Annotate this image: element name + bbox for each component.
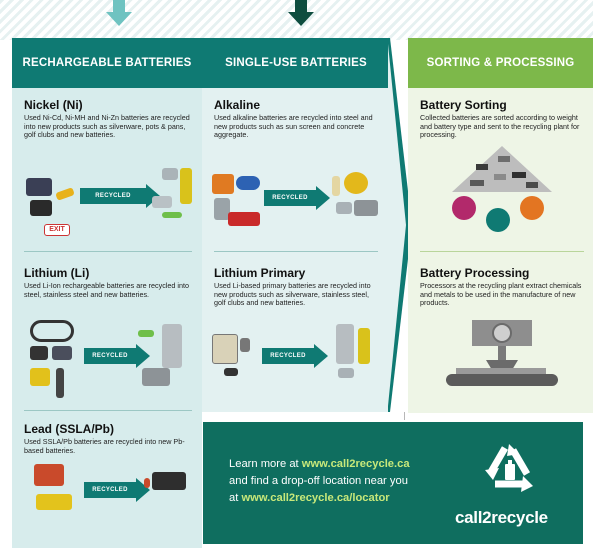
section-divider bbox=[420, 251, 584, 252]
steel-beam-icon bbox=[142, 368, 170, 386]
scooter-icon bbox=[56, 368, 64, 398]
recycled-label: RECYCLED bbox=[84, 482, 136, 498]
down-arrow-light-icon bbox=[106, 12, 132, 26]
lithium-primary-section: Lithium Primary Used Li-based primary ba… bbox=[214, 266, 382, 308]
down-arrow-light-shaft bbox=[113, 0, 125, 14]
lithium-primary-recycled-arrow: RECYCLED bbox=[262, 344, 328, 368]
power-drill-icon bbox=[30, 368, 50, 386]
section-divider bbox=[24, 251, 192, 252]
camcorder-icon bbox=[26, 178, 52, 196]
lead-title: Lead (SSLA/Pb) bbox=[24, 422, 115, 436]
recycle-icon bbox=[485, 444, 533, 492]
lithium-primary-title: Lithium Primary bbox=[214, 266, 306, 280]
side-rule bbox=[404, 412, 405, 420]
section-divider bbox=[24, 410, 192, 411]
sort-category-icon bbox=[520, 196, 544, 220]
exit-sign-icon: EXIT bbox=[44, 224, 70, 236]
robot-toy-icon bbox=[214, 198, 230, 220]
sorting-column: SORTING & PROCESSING Battery Sorting Col… bbox=[408, 38, 593, 413]
lithium-primary-description: Used Li-based primary batteries are recy… bbox=[214, 281, 371, 308]
cta-panel: Learn more at www.call2recycle.ca and fi… bbox=[203, 422, 583, 544]
remote-car-icon bbox=[228, 212, 260, 226]
camera-icon bbox=[30, 346, 48, 360]
battery-processing-description: Processors at the recycling plant extrac… bbox=[420, 281, 582, 308]
sort-category-icon bbox=[452, 196, 476, 220]
rechargeable-column: RECHARGEABLE BATTERIES Nickel (Ni) Used … bbox=[12, 38, 202, 548]
pot-icon bbox=[336, 202, 352, 214]
lead-description: Used SSLA/Pb batteries are recycled into… bbox=[24, 437, 185, 455]
recycled-label: RECYCLED bbox=[80, 188, 146, 204]
camera-icon bbox=[30, 200, 52, 216]
nickel-section: Nickel (Ni) Used Ni-Cd, Ni-MH and Ni-Zn … bbox=[24, 98, 194, 140]
cutlery-icon bbox=[152, 196, 172, 208]
toy-car-icon bbox=[36, 494, 72, 510]
lead-recycled-arrow: RECYCLED bbox=[84, 478, 150, 502]
pot-icon bbox=[162, 168, 178, 180]
battery-icon bbox=[162, 212, 182, 218]
steel-beam-icon bbox=[354, 200, 378, 216]
battery-processing-title: Battery Processing bbox=[420, 266, 530, 280]
down-arrow-dark-shaft bbox=[295, 0, 307, 14]
lithium-section: Lithium (Li) Used Li-Ion rechargeable ba… bbox=[24, 266, 194, 299]
website-link[interactable]: www.call2recycle.ca bbox=[301, 458, 410, 470]
recycled-label: RECYCLED bbox=[264, 190, 316, 206]
nickel-description: Used Ni-Cd, Ni-MH and Ni-Zn batteries ar… bbox=[24, 113, 190, 140]
lead-section: Lead (SSLA/Pb) Used SSLA/Pb batteries ar… bbox=[24, 422, 194, 455]
battery-processing-section: Battery Processing Processors at the rec… bbox=[420, 266, 588, 308]
game-controller-icon bbox=[236, 176, 260, 190]
alkaline-title: Alkaline bbox=[214, 98, 261, 112]
cta-line2: and find a drop-off location near you bbox=[229, 475, 408, 487]
lithium-recycled-arrow: RECYCLED bbox=[84, 344, 150, 368]
nickel-title: Nickel (Ni) bbox=[24, 98, 83, 112]
down-arrow-dark-icon bbox=[288, 12, 314, 26]
rechargeable-header: RECHARGEABLE BATTERIES bbox=[12, 38, 202, 88]
alkaline-description: Used alkaline batteries are recycled int… bbox=[214, 113, 373, 140]
battery-icon bbox=[138, 330, 154, 337]
cement-mixer-icon bbox=[344, 172, 368, 194]
ebike-icon bbox=[30, 320, 74, 342]
lead-battery-icon bbox=[152, 472, 186, 490]
alkaline-recycled-arrow: RECYCLED bbox=[264, 186, 330, 210]
toy-icon bbox=[212, 174, 234, 194]
watch-icon bbox=[240, 338, 250, 352]
brand-logo: call2recycle bbox=[455, 508, 548, 527]
recycled-label: RECYCLED bbox=[84, 348, 136, 364]
single-use-header: SINGLE-USE BATTERIES bbox=[202, 38, 390, 88]
battery-sorting-description: Collected batteries are sorted according… bbox=[420, 113, 580, 140]
sort-category-icon bbox=[486, 208, 510, 232]
lithium-description: Used Li-Ion rechargeable batteries are r… bbox=[24, 281, 190, 299]
calculator-icon bbox=[212, 334, 238, 364]
locator-link[interactable]: www.call2recycle.ca/locator bbox=[241, 492, 390, 504]
flashlight-icon bbox=[55, 187, 75, 201]
section-divider bbox=[214, 251, 378, 252]
sorting-header: SORTING & PROCESSING bbox=[408, 38, 593, 88]
nickel-recycled-arrow: RECYCLED bbox=[80, 184, 160, 208]
cta-line3-prefix: at bbox=[229, 492, 242, 504]
refrigerator-icon bbox=[336, 324, 354, 364]
recycled-label: RECYCLED bbox=[262, 348, 314, 364]
battery-sorting-section: Battery Sorting Collected batteries are … bbox=[420, 98, 588, 140]
lithium-title: Lithium (Li) bbox=[24, 266, 90, 280]
pot-icon bbox=[338, 368, 354, 378]
cta-line1-prefix: Learn more at bbox=[229, 458, 302, 470]
golf-bag-icon bbox=[180, 168, 192, 204]
processing-machine-icon bbox=[446, 320, 558, 386]
battery-pile-icon bbox=[452, 146, 552, 192]
golf-bag-icon bbox=[358, 328, 370, 364]
flow-chevron bbox=[388, 38, 412, 412]
refrigerator-icon bbox=[162, 324, 182, 368]
car-key-icon bbox=[224, 368, 238, 376]
mobility-scooter-icon bbox=[34, 464, 64, 486]
battery-sorting-title: Battery Sorting bbox=[420, 98, 507, 112]
laptop-icon bbox=[52, 346, 72, 360]
single-use-column: SINGLE-USE BATTERIES Alkaline Used alkal… bbox=[202, 38, 390, 412]
alkaline-section: Alkaline Used alkaline batteries are rec… bbox=[214, 98, 382, 140]
cta-text: Learn more at www.call2recycle.ca and fi… bbox=[229, 456, 410, 507]
battery-icon bbox=[144, 478, 150, 488]
sunscreen-icon bbox=[332, 176, 340, 196]
